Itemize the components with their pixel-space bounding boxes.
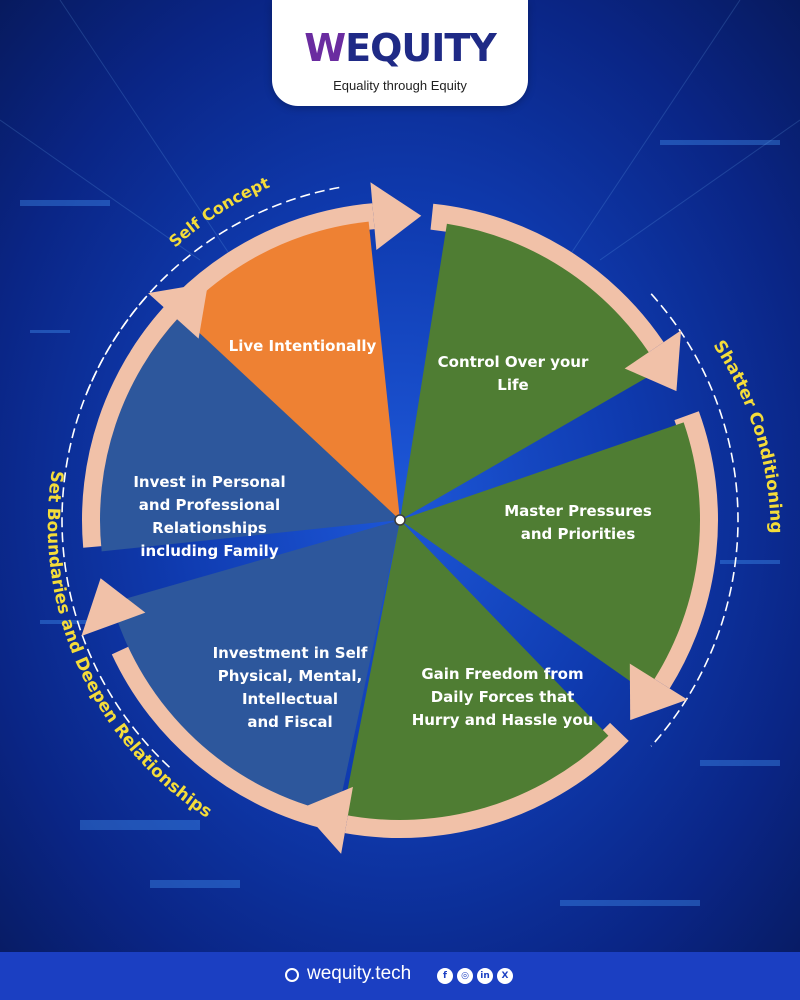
segment-label-line: and Priorities	[520, 525, 636, 543]
ring-arrowhead-3	[629, 663, 688, 721]
center-hub	[394, 514, 406, 526]
linkedin-icon[interactable]: in	[477, 968, 493, 984]
segment-label-line: Relationships	[152, 519, 267, 537]
facebook-icon[interactable]: f	[437, 968, 453, 984]
segment-label-line: Control Over your	[437, 353, 589, 371]
segment-label-line: Live Intentionally	[228, 337, 377, 355]
segment-label-line: including Family	[140, 542, 279, 560]
wedge-investment-in-self	[111, 520, 400, 814]
label-master-pressures: Master Pressures and Priorities	[488, 500, 668, 546]
segment-label-line: and Fiscal	[247, 713, 333, 731]
ring-arrowhead-6	[148, 282, 209, 339]
label-live-intentionally: Live Intentionally	[215, 335, 390, 358]
segment-label-line: Physical, Mental,	[217, 667, 363, 685]
x-icon[interactable]: X	[497, 968, 513, 984]
outer-dashed-arc-3	[61, 293, 171, 768]
ring-arrowhead-4	[300, 786, 353, 854]
segment-label-line: Investment in Self	[212, 644, 368, 662]
ring-arrowhead-5	[81, 578, 146, 636]
segment-label-line: Daily Forces that	[430, 688, 575, 706]
ring-arc-3	[647, 411, 718, 689]
brand-logo: WEQUITY	[304, 26, 497, 70]
brand-tagline: Equality through Equity	[333, 78, 467, 93]
wedge-invest-in-relationships	[100, 315, 400, 552]
segment-label-line: Invest in Personal	[133, 473, 286, 491]
wedge-live-intentionally	[148, 221, 400, 520]
segment-label-line: Intellectual	[241, 690, 339, 708]
globe-icon	[285, 968, 299, 982]
footer-bar	[0, 952, 800, 1000]
ring-label-shatter-conditioning: Shatter Conditioning	[709, 337, 786, 534]
footer-website-link[interactable]: wequity.tech	[307, 963, 412, 984]
segment-label-line: Master Pressures	[504, 502, 652, 520]
wedge-gain-freedom	[342, 520, 609, 821]
ring-arrowhead-2	[624, 330, 682, 392]
instagram-icon[interactable]: ◎	[457, 968, 473, 984]
outer-dashed-arc-2	[650, 293, 739, 747]
wedge-master-pressures	[400, 422, 700, 693]
logo-card: WEQUITY Equality through Equity	[272, 0, 528, 106]
segment-label-line: Gain Freedom from	[421, 665, 584, 683]
segment-label-line: and Professional	[138, 496, 281, 514]
ring-arrowhead-1	[370, 182, 422, 251]
segment-label-line: Hurry and Hassle you	[411, 711, 594, 729]
wedge-control-over-life	[400, 223, 660, 521]
segment-label-line: Life	[497, 376, 529, 394]
